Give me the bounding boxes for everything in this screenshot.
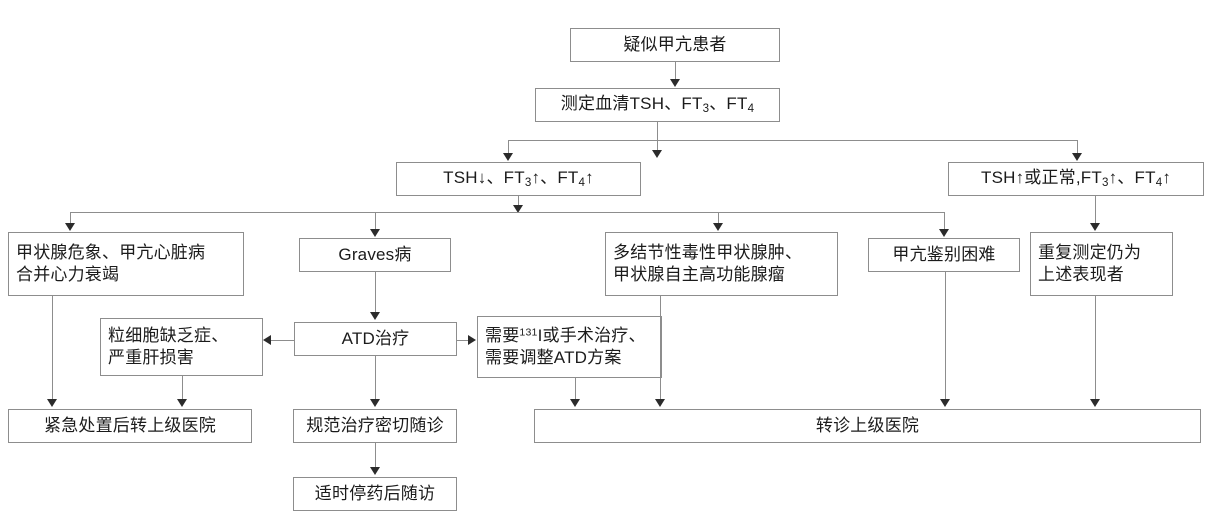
node-thyroid-crisis: 甲状腺危象、甲亢心脏病 合并心力衰竭 bbox=[8, 232, 244, 296]
node-agranulocytosis-liver-injury: 粒细胞缺乏症、 严重肝损害 bbox=[100, 318, 263, 376]
connector-fan-bar bbox=[70, 212, 944, 213]
arrowhead bbox=[503, 153, 513, 161]
node-label: ATD治疗 bbox=[341, 328, 410, 348]
node-label: 适时停药后随访 bbox=[314, 483, 436, 503]
arrowhead bbox=[670, 79, 680, 87]
connector-graves-to-atd bbox=[375, 272, 376, 313]
node-label: TSH↑或正常,FT3↑、FT4↑ bbox=[980, 167, 1172, 189]
node-measure-serum: 测定血清TSH、FT3、FT4 bbox=[535, 88, 780, 122]
connector-fan-to-graves bbox=[375, 212, 376, 230]
arrowhead-left bbox=[263, 335, 271, 345]
arrowhead bbox=[370, 229, 380, 237]
node-label: 甲状腺危象、甲亢心脏病 合并心力衰竭 bbox=[16, 242, 206, 284]
node-repeat-same-finding: 重复测定仍为 上述表现者 bbox=[1030, 232, 1173, 296]
node-label: 规范治疗密切随诊 bbox=[306, 415, 444, 435]
arrowhead bbox=[47, 399, 57, 407]
arrowhead bbox=[1090, 399, 1100, 407]
node-label: Graves病 bbox=[338, 244, 412, 264]
node-refer-upper-hospital: 转诊上级医院 bbox=[534, 409, 1201, 443]
arrowhead bbox=[713, 223, 723, 231]
connector-fan-to-toxic-nodular bbox=[718, 212, 719, 224]
node-label: 疑似甲亢患者 bbox=[623, 34, 727, 54]
connector-split-left-drop bbox=[508, 140, 509, 154]
node-standard-treatment-follow: 规范治疗密切随诊 bbox=[293, 409, 457, 443]
arrowhead bbox=[652, 150, 662, 158]
node-need-i131-or-surgery: 需要131I或手术治疗、 需要调整ATD方案 bbox=[477, 316, 662, 378]
node-graves-disease: Graves病 bbox=[299, 238, 451, 272]
connector-agranulocytosis-to-emergency bbox=[182, 376, 183, 400]
arrowhead-right bbox=[468, 335, 476, 345]
node-label: 需要131I或手术治疗、 需要调整ATD方案 bbox=[485, 325, 646, 367]
arrowhead bbox=[177, 399, 187, 407]
arrowhead bbox=[939, 229, 949, 237]
node-label: 粒细胞缺乏症、 严重肝损害 bbox=[108, 325, 229, 367]
connector-split-center-stub bbox=[657, 140, 658, 151]
node-stop-drug-follow: 适时停药后随访 bbox=[293, 477, 457, 511]
arrowhead bbox=[940, 399, 950, 407]
node-label: 测定血清TSH、FT3、FT4 bbox=[560, 93, 755, 115]
connector-standard-to-stop-drug bbox=[375, 443, 376, 468]
node-label: 重复测定仍为 上述表现者 bbox=[1038, 242, 1142, 284]
connector-split-bar-top bbox=[508, 140, 1078, 141]
arrowhead bbox=[1090, 223, 1100, 231]
connector-i131-to-refer bbox=[575, 378, 576, 400]
connector-atd-to-agranulocytosis bbox=[271, 340, 294, 341]
arrowhead bbox=[655, 399, 665, 407]
connector-branch-left-down bbox=[518, 196, 519, 206]
arrowhead bbox=[513, 205, 523, 213]
connector-crisis-to-emergency bbox=[52, 296, 53, 400]
node-label: 多结节性毒性甲状腺肿、 甲状腺自主高功能腺瘤 bbox=[613, 242, 803, 284]
connector-atd-to-need-i131 bbox=[457, 340, 469, 341]
node-label: TSH↓、FT3↑、FT4↑ bbox=[443, 167, 594, 189]
arrowhead bbox=[570, 399, 580, 407]
node-toxic-nodular-goiter: 多结节性毒性甲状腺肿、 甲状腺自主高功能腺瘤 bbox=[605, 232, 838, 296]
arrowhead bbox=[370, 312, 380, 320]
node-label: 转诊上级医院 bbox=[815, 415, 920, 435]
node-branch-low-tsh: TSH↓、FT3↑、FT4↑ bbox=[396, 162, 641, 196]
node-emergency-refer: 紧急处置后转上级医院 bbox=[8, 409, 252, 443]
connector-atd-to-standard-follow bbox=[375, 356, 376, 400]
connector-hard-diff-to-refer bbox=[945, 272, 946, 400]
connector-fan-to-hard-diff bbox=[944, 212, 945, 230]
arrowhead bbox=[370, 467, 380, 475]
node-label: 甲亢鉴别困难 bbox=[892, 244, 996, 264]
arrowhead bbox=[1072, 153, 1082, 161]
arrowhead bbox=[370, 399, 380, 407]
connector-suspected-to-measure bbox=[675, 62, 676, 80]
arrowhead bbox=[65, 223, 75, 231]
node-suspected-hyperthyroid: 疑似甲亢患者 bbox=[570, 28, 780, 62]
node-label: 紧急处置后转上级医院 bbox=[44, 415, 216, 435]
node-atd-treatment: ATD治疗 bbox=[294, 322, 457, 356]
connector-fan-to-crisis bbox=[70, 212, 71, 224]
connector-toxic-nodular-to-refer bbox=[660, 296, 661, 400]
node-branch-high-normal-tsh: TSH↑或正常,FT3↑、FT4↑ bbox=[948, 162, 1204, 196]
connector-branch-right-to-repeat bbox=[1095, 196, 1096, 224]
node-hard-to-differentiate: 甲亢鉴别困难 bbox=[868, 238, 1020, 272]
connector-measure-down bbox=[657, 122, 658, 140]
connector-repeat-to-refer bbox=[1095, 296, 1096, 400]
connector-split-right-drop bbox=[1077, 140, 1078, 154]
